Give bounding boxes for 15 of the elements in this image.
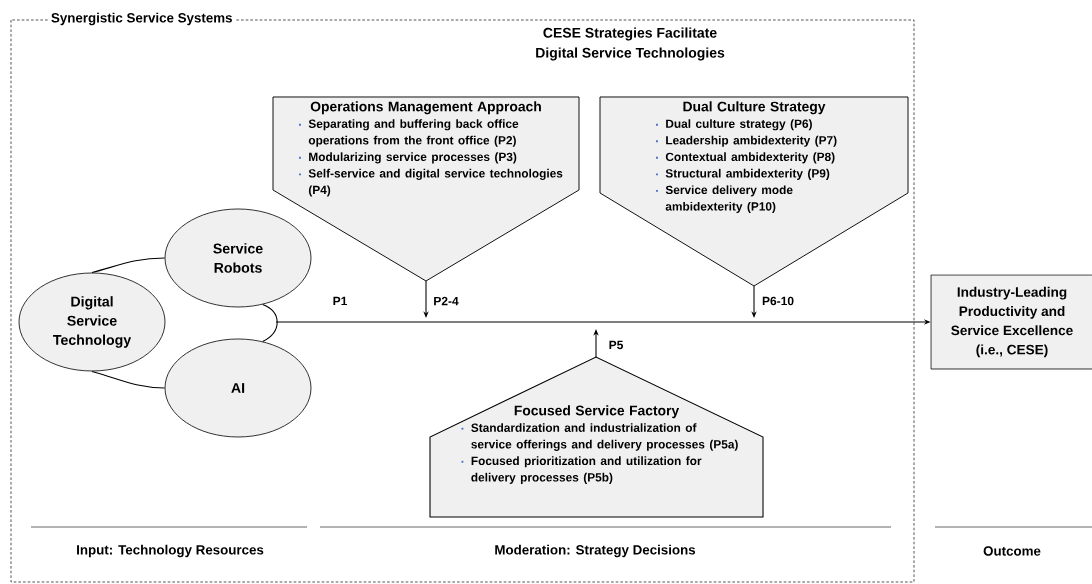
section-label: Outcome bbox=[983, 546, 1041, 556]
connector-arc bbox=[91, 370, 166, 389]
connector-arc bbox=[91, 257, 166, 274]
pentagon-arrow-box: Focused Service Factory Standardization and industrialization of service offerings and delivery processes (P5a) Focused prioritization and utilization for delivery processes (P5b) bbox=[429, 356, 764, 518]
edge-label: P2-4 bbox=[432, 295, 460, 307]
section-label: Input: Technology Resources bbox=[77, 544, 264, 558]
connector-arc bbox=[262, 303, 278, 342]
edge-label: P6-10 bbox=[760, 295, 796, 307]
section-label: Moderation: Strategy Decisions bbox=[495, 544, 696, 558]
pentagon-arrow-box: Operations Management Approach Separating and buffering back office operations from the front office (P2) Modularizing service processes (P3) Self-service and digital service technologies (P4) bbox=[272, 96, 580, 282]
title: CESE Strategies Facilitate Digital Service Technologies bbox=[536, 27, 725, 61]
edge-label: P1 bbox=[331, 295, 349, 307]
outcome-box: Industry-Leading Productivity and Service Excellence (i.e., CESE) bbox=[930, 274, 1092, 370]
pentagon-arrow-box: Dual Culture Strategy Dual culture strategy (P6) Leadership ambidexterity (P7) Contextual ambidexterity (P8) Structural ambidexterity (P9) Service delivery mode ambidexterity (P10) bbox=[599, 96, 909, 287]
edge-label: P5 bbox=[607, 339, 625, 351]
